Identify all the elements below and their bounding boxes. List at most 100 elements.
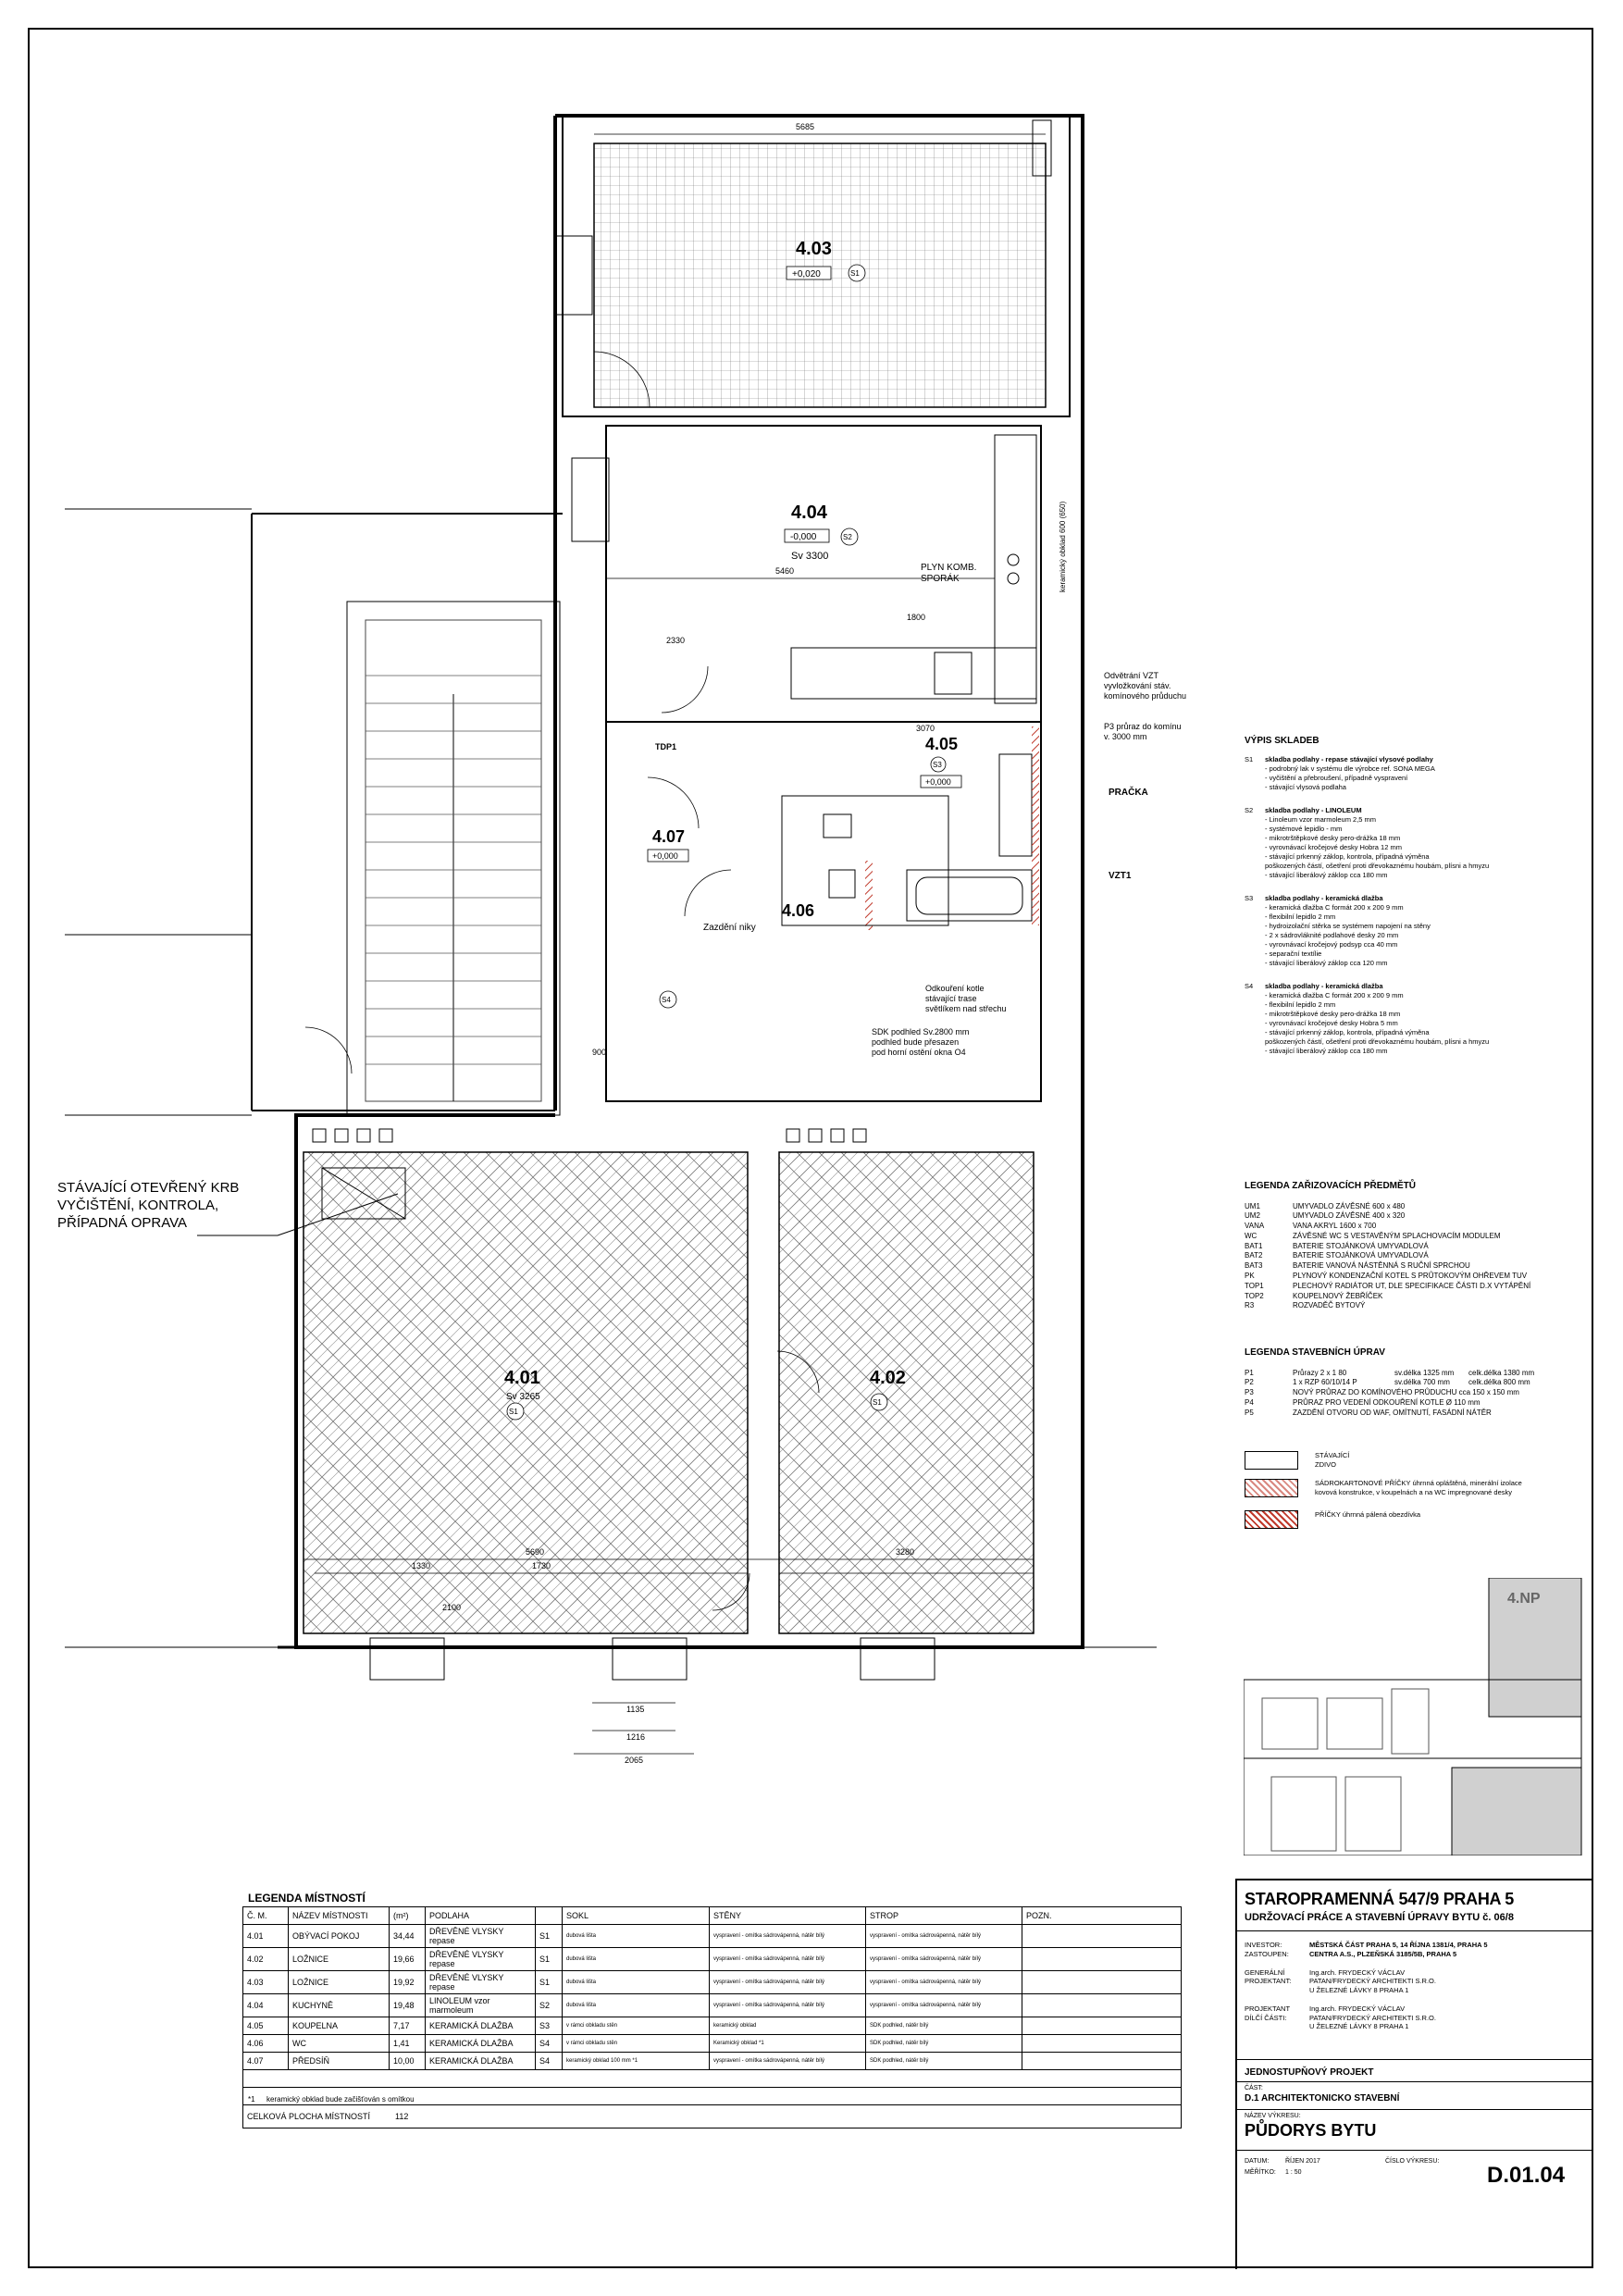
table-row: [242, 2069, 1182, 2088]
layer-title: skladba podlahy - keramická dlažba: [1265, 893, 1383, 902]
drawing-number-label: ČÍSLO VÝKRESU:: [1385, 2158, 1440, 2165]
dim-value: 3280: [896, 1547, 914, 1557]
hatch-legend-label: STÁVAJÍCÍ ZDIVO: [1315, 1451, 1350, 1469]
room-label-4-07: 4.07 +0,000 S4: [647, 827, 689, 1009]
room-floor-code-4-07: S4: [662, 996, 671, 1004]
vzt1-label: VZT1: [1109, 871, 1132, 881]
layer-code: S3: [1245, 893, 1254, 902]
room-label-4-04: 4.04 -0,000 S2 Sv 3300: [784, 503, 859, 562]
layer-line: - Linoleum vzor marmoleum 2,5 mm: [1265, 814, 1377, 824]
layer-line: - stávající liberálový záklop cca 180 mm: [1265, 871, 1388, 880]
dim-value: 1216: [626, 1732, 645, 1742]
room-level-4-03: +0,020: [792, 269, 821, 279]
vzt-note: Odvětrání VZT vyvložkování stáv. komínov…: [1104, 671, 1187, 701]
room-floor-code-4-01: S1: [509, 1408, 518, 1416]
hatch-legend-item: STÁVAJÍCÍ ZDIVO: [1245, 1451, 1578, 1470]
layer-line: - vyčištění a přebroušení, případně vysp…: [1265, 774, 1408, 783]
stair-treads: [365, 675, 541, 1065]
project-title: STAROPRAMENNÁ 547/9 PRAHA 5: [1245, 1890, 1514, 1908]
hatch-legend-label: SÁDROKARTONOVÉ PŘÍČKY úhrnná opláštěná, …: [1315, 1479, 1522, 1496]
project-phase: JEDNOSTUPŇOVÝ PROJEKT: [1245, 2067, 1374, 2078]
layer-s1: S1 skladba podlahy - repase stávající vly…: [1245, 755, 1578, 793]
building-walls: [251, 114, 1084, 1649]
sdk-note: SDK podhled Sv.2800 mm podhled bude přes…: [872, 1027, 970, 1057]
dim-value: 1135: [626, 1705, 644, 1714]
p3-note: P3 průraz do komínu v. 3000 mm: [1104, 722, 1182, 741]
fireplace-note: STÁVAJÍCÍ OTEVŘENÝ KRB VYČIŠTĚNÍ, KONTRO…: [57, 1180, 240, 1231]
construction-legend-title: LEGENDA STAVEBNÍCH ÚPRAV: [1245, 1347, 1385, 1358]
total-area-value: 112: [395, 2112, 409, 2121]
windows: [369, 119, 1052, 1681]
layer-title: skladba podlahy - repase stávající vlyso…: [1265, 755, 1433, 763]
layer-s3: S3 skladba podlahy - keramická dlažba - k…: [1245, 894, 1578, 969]
layer-line: - vyrovnávací kročejové desky Hobra 5 mm: [1265, 1019, 1398, 1027]
footnote-mark: *1: [248, 2095, 255, 2104]
layer-line: - stávající prkenný záklop, kontrola, př…: [1265, 852, 1430, 862]
layer-title: skladba podlahy - LINOLEUM: [1265, 805, 1362, 814]
dim-value: 2100: [442, 1603, 461, 1612]
room-floor-code-4-02: S1: [873, 1398, 882, 1407]
layer-line: - stávající liberálový záklop cca 180 mm: [1265, 1047, 1388, 1056]
part-value: D.1 ARCHITEKTONICKO STAVEBNÍ: [1245, 2093, 1400, 2104]
gas-stove-label: PLYN KOMB. SPORÁK: [921, 563, 977, 584]
floor-indicator: 4.NP: [1507, 1591, 1541, 1607]
fixtures-legend-title: LEGENDA ZAŘIZOVACÍCH PŘEDMĚTŮ: [1245, 1181, 1416, 1191]
pracka-label: PRAČKA: [1109, 788, 1148, 798]
layer-line: - keramická dlažba C formát 200 x 200 9 …: [1265, 902, 1404, 912]
dim-value: 2330: [666, 636, 685, 645]
footnote: *1 keramický obklad bude začišťován s omí…: [248, 2096, 415, 2104]
hatch-legend: STÁVAJÍCÍ ZDIVO SÁDROKARTONOVÉ PŘÍČKY úh…: [1245, 1451, 1578, 1529]
room-label-4-02: 4.02 S1: [870, 1368, 906, 1411]
room-id-4-07: 4.07: [652, 827, 685, 846]
section-lines: [65, 508, 1157, 1648]
layer-line: - stávající liberálový záklop cca 120 mm: [1265, 959, 1388, 968]
dim-value: 5685: [796, 122, 814, 131]
date-label: DATUM:: [1245, 2158, 1270, 2165]
room-label-4-05: 4.05 +0,000 S3: [920, 735, 962, 788]
zazdeni-niky-label: Zazdění niky: [703, 923, 756, 933]
layer-line: - flexibilní lepidlo 2 mm: [1265, 999, 1336, 1009]
room-id-4-06: 4.06: [782, 901, 814, 920]
rooms-table-title: LEGENDA MÍSTNOSTÍ: [248, 1892, 365, 1905]
project-subtitle: UDRŽOVACÍ PRÁCE A STAVEBNÍ ÚPRAVY BYTU č…: [1245, 1912, 1514, 1923]
door-swings: [304, 351, 820, 1611]
hatch-legend-item: PŘÍČKY úhrnná pálená obezdívka: [1245, 1510, 1578, 1529]
layer-code: S1: [1245, 755, 1254, 763]
fireplace: [197, 1167, 406, 1236]
kitchen-counter: [790, 434, 1037, 704]
layer-line: poškozených částí, ošetření proti dřevok…: [1265, 862, 1490, 871]
brick-partition-swatch: [1245, 1510, 1298, 1529]
rooms-table: Č. M. NÁZEV MÍSTNOSTI (m²) PODLAHA SOKL …: [242, 1906, 1182, 2128]
room-id-4-03: 4.03: [796, 239, 832, 259]
title-rows: INVESTOR:MĚSTSKÁ ČÁST PRAHA 5, 14 ŘÍJNA …: [1245, 1941, 1488, 2031]
room-id-4-04: 4.04: [791, 503, 828, 523]
drawing-name: PŮDORYS BYTU: [1245, 2121, 1377, 2140]
key-plan-drawing: [1243, 1577, 1582, 1856]
hatch-legend-label: PŘÍČKY úhrnná pálená obezdívka: [1315, 1510, 1421, 1519]
footnote-text: keramický obklad bude začišťován s omítk…: [266, 2095, 415, 2104]
room-id-4-01: 4.01: [504, 1368, 540, 1388]
layer-line: - stávající prkenný záklop, kontrola, př…: [1265, 1028, 1430, 1037]
room-floor-code-4-04: S2: [843, 533, 852, 541]
tdp1-label: TDP1: [655, 742, 676, 751]
column-markers: [312, 1128, 867, 1143]
layer-line: poškozených částí, ošetření proti dřevok…: [1265, 1037, 1490, 1047]
